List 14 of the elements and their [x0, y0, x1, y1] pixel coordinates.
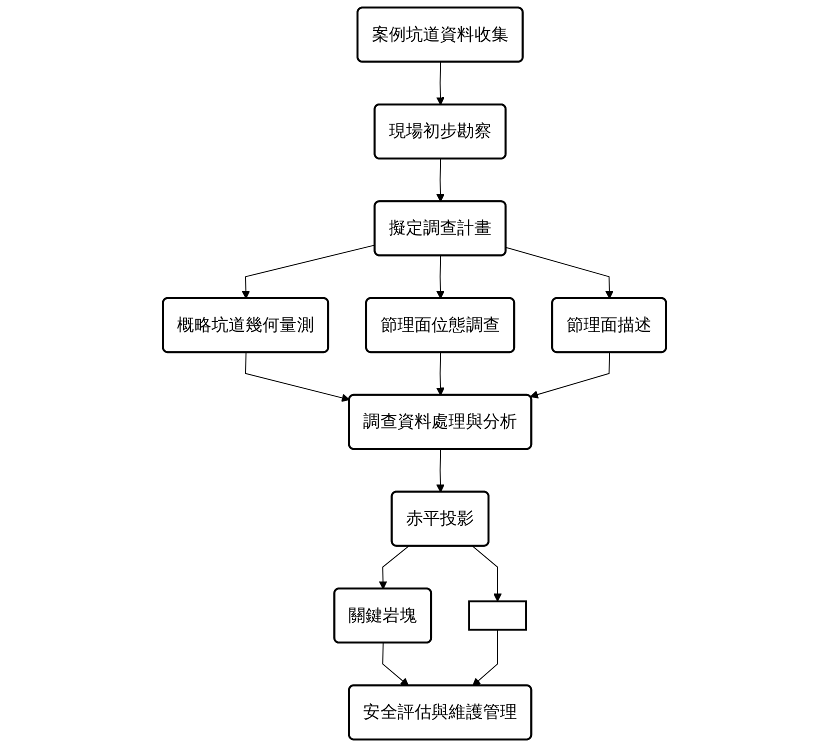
arrow [472, 546, 502, 602]
arrow [378, 546, 409, 590]
arrow [436, 448, 445, 493]
arrow [245, 352, 350, 402]
arrow [382, 642, 409, 686]
arrow [436, 62, 445, 106]
arrow [436, 255, 445, 299]
arrow [506, 247, 614, 299]
node-box [468, 600, 527, 631]
arrow [436, 158, 445, 202]
arrow [472, 629, 498, 686]
arrow [436, 352, 445, 396]
arrow [530, 352, 610, 399]
arrow [242, 244, 376, 299]
